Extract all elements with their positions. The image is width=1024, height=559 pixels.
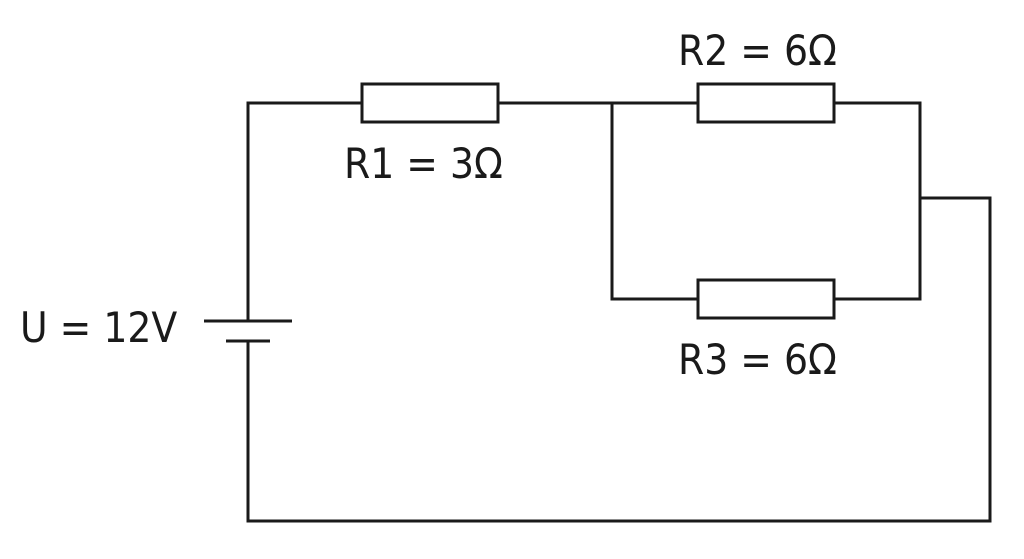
resistor-r2 [696, 82, 836, 124]
resistor-r2-label: R2 = 6Ω [678, 26, 837, 75]
resistor-r1-label: R1 = 3Ω [344, 139, 503, 188]
wire-junction-left-branch [610, 101, 700, 301]
circuit-wires [246, 101, 992, 523]
voltage-source-label: U = 12V [20, 303, 177, 352]
battery-symbol [204, 319, 292, 343]
resistor-r3 [696, 278, 836, 320]
resistor-r1 [360, 82, 500, 124]
wire-left-top [246, 101, 364, 322]
wire-right-return [246, 196, 992, 523]
wire-r2-right [832, 101, 922, 301]
resistor-r3-label: R3 = 6Ω [678, 335, 837, 384]
